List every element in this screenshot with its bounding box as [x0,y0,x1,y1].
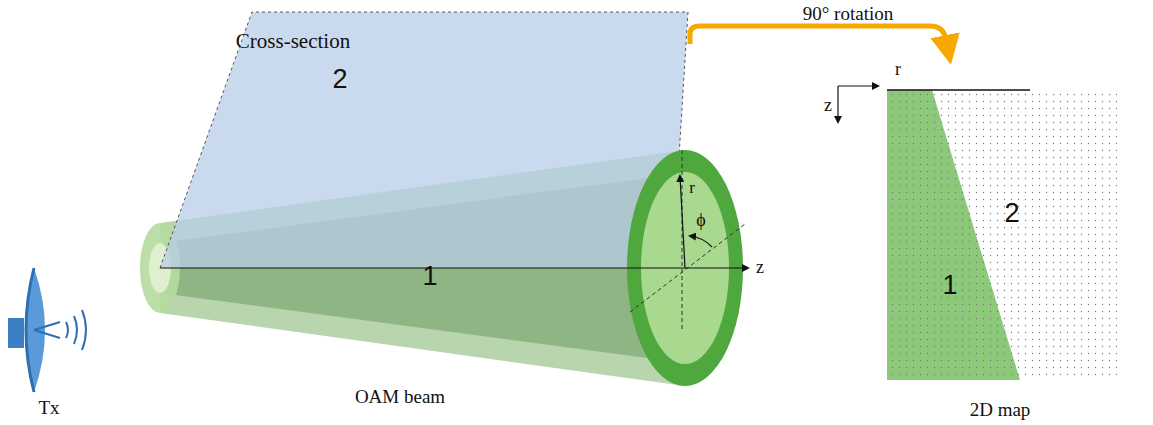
z-axis [160,267,748,268]
beam-label: OAM beam [355,387,445,408]
angle-label: ϕ [696,211,705,231]
rotation-label: 90° rotation [803,4,893,25]
plane-outline [160,12,688,268]
map-label: 2D map [970,400,1031,421]
region-number: 2 [332,65,347,95]
region-number: 2 [1004,199,1019,229]
rotation-arrow [690,26,948,50]
cross-section-plane [160,12,688,268]
axis-label: z [756,258,764,278]
antenna-label: Tx [38,398,59,419]
plane-title: Cross-section [236,30,350,53]
axis-label: r [895,60,901,80]
tx-antenna [8,268,86,392]
region-number: 1 [422,262,437,292]
axis-label: r [689,179,695,198]
region-number: 1 [942,271,957,301]
axis-label: z [824,96,832,116]
two-d-map [838,86,1117,380]
